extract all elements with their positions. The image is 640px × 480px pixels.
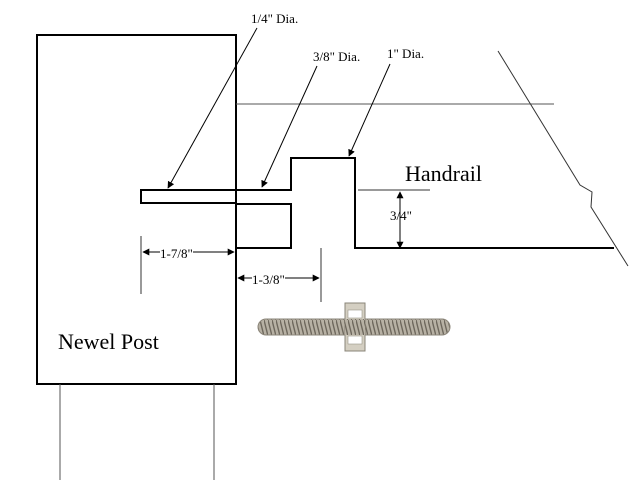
- label-newel-post: Newel Post: [58, 329, 159, 354]
- label-handrail: Handrail: [405, 161, 482, 186]
- rail-bolt-illustration: [257, 302, 451, 352]
- label-quarter-dia: 1/4" Dia.: [251, 11, 299, 26]
- leader-one-dia: [348, 63, 391, 157]
- label-one-seven-eighths: 1-7/8": [160, 246, 193, 261]
- newel-post-body: [36, 34, 237, 385]
- label-three-quarter: 3/4": [390, 208, 412, 223]
- label-one-dia: 1" Dia.: [387, 46, 425, 61]
- leader-three-eighths-dia: [261, 65, 318, 188]
- label-one-three-eighths: 1-3/8": [252, 272, 285, 287]
- leader-quarter-dia: [167, 27, 258, 189]
- handrail-break-line: [497, 50, 629, 267]
- three-eighths-bore-lower: [236, 203, 292, 249]
- quarter-inch-bore: [140, 189, 236, 204]
- label-three-eighths-dia: 3/8" Dia.: [313, 49, 361, 64]
